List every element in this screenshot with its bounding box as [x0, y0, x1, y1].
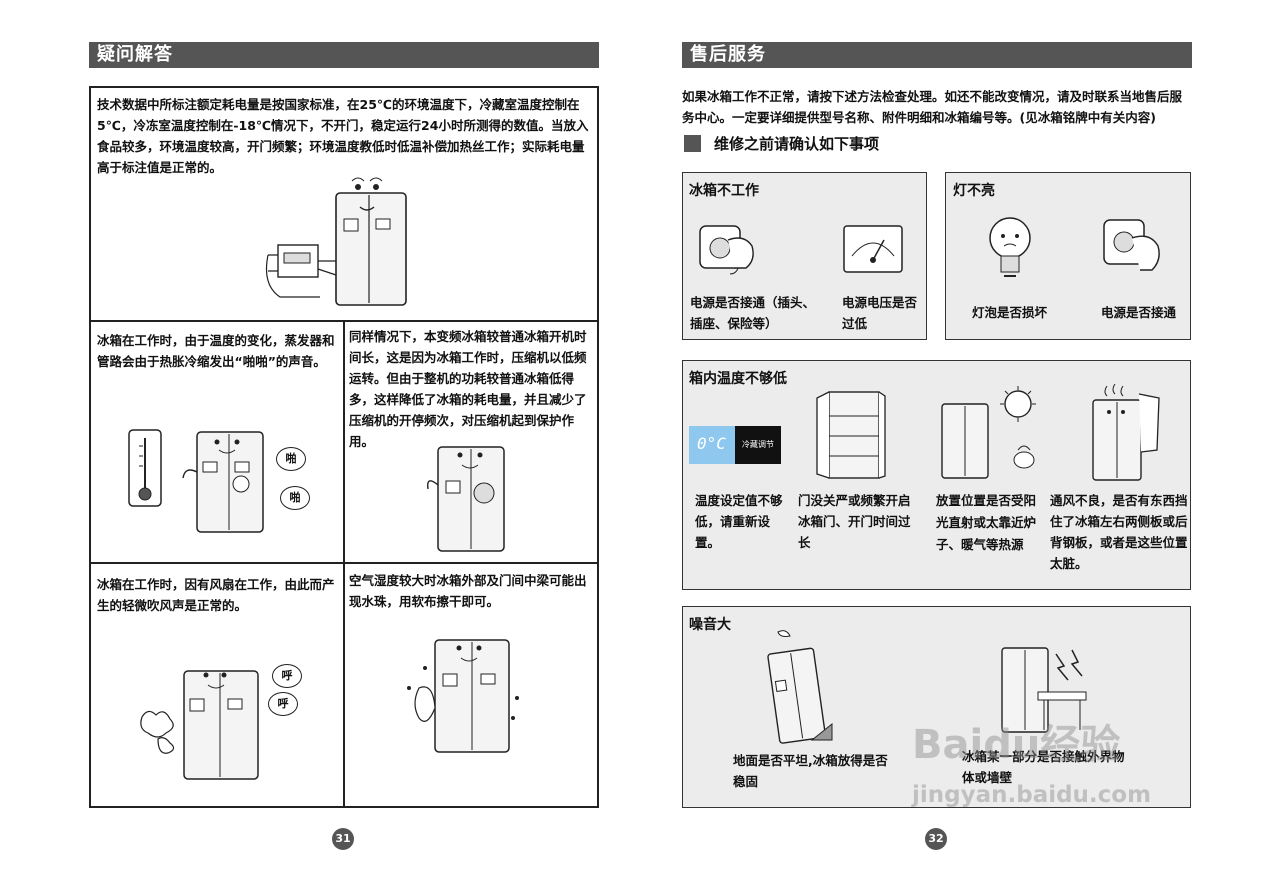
faq-run-time-text: 同样情况下，本变频冰箱较普通冰箱开机时间长，这是因为冰箱工作时，压缩机以低频运转… [349, 329, 587, 449]
lightbulb-illustration [989, 217, 1031, 277]
grid-divider-v [343, 320, 345, 808]
panel-not-working-title: 冰箱不工作 [689, 183, 759, 199]
fridge-fan-illustration [140, 670, 259, 780]
voltmeter-illustration [843, 225, 903, 273]
panel-temperature-title: 箱内温度不够低 [689, 371, 787, 387]
plug-socket-illustration-2 [1103, 219, 1160, 271]
right-section-title: 售后服务 [682, 42, 1192, 68]
fridge-compressor-illustration [427, 446, 505, 552]
temperature-adjust-button[interactable] [735, 426, 781, 464]
blocked-vent-fridge-illustration [1092, 383, 1160, 481]
subheading-square-icon [684, 135, 701, 152]
sound-bubble-hu-1: 呼 [272, 664, 302, 688]
light-caption-bulb: 灯泡是否损坏 [972, 305, 1048, 320]
left-page-number: 31 [332, 828, 354, 850]
temperature-caption-door: 门没关严或频繁开启冰箱门、开门时间过长 [798, 493, 911, 550]
thermometer-fridge-illustration [128, 429, 264, 533]
sound-bubble-pa-2: 啪 [280, 486, 310, 510]
noise-caption-floor: 地面是否平坦,冰箱放得是否稳固 [733, 753, 888, 789]
faq-click-sound-text: 冰箱在工作时，由于温度的变化，蒸发器和管路会由于热胀冷缩发出“啪啪”的声音。 [97, 333, 335, 369]
faq-condensation-text: 空气湿度较大时冰箱外部及门间中梁可能出现水珠，用软布擦干即可。 [349, 573, 587, 609]
light-caption-power: 电源是否接通 [1101, 305, 1177, 320]
panel-noise [682, 606, 1191, 808]
faq-power-consumption-text: 技术数据中所标注额定耗电量是按国家标准，在25℃的环境温度下，冷藏室温度控制在5… [97, 97, 589, 175]
temperature-display-value: 0°C [697, 434, 726, 453]
tilted-fridge-illustration [767, 630, 833, 744]
faq-fan-sound-text: 冰箱在工作时，因有风扇在工作，由此而产生的轻微吹风声是正常的。 [97, 577, 335, 613]
right-page-number: 32 [925, 828, 947, 850]
open-fridge-illustration [816, 391, 886, 479]
sound-bubble-pa-1: 啪 [276, 447, 306, 471]
noise-caption-contact: 冰箱某一部分是否接触外界物体或墙壁 [962, 749, 1125, 785]
panel-noise-title: 噪音大 [689, 617, 731, 633]
fridge-touching-table-illustration [1001, 647, 1087, 733]
sun-heater-fridge-illustration [941, 386, 1036, 479]
panel-light-title: 灯不亮 [953, 183, 995, 199]
subheading-text: 维修之前请确认如下事项 [714, 135, 880, 153]
service-intro-text: 如果冰箱工作不正常，请按下述方法检查处理。如还不能改变情况，请及时联系当地售后服… [682, 89, 1183, 125]
fridge-with-meter-illustration [265, 177, 407, 306]
sweating-fridge-illustration [407, 639, 519, 753]
not-working-caption-voltage: 电源电压是否过低 [842, 295, 918, 331]
watermark-logo: Baidu经验 [912, 722, 1121, 768]
temperature-adjust-label: 冷藏调节 [742, 440, 774, 449]
plug-socket-illustration [699, 225, 754, 275]
not-working-caption-power: 电源是否接通（插头、插座、保险等） [690, 295, 816, 331]
watermark-url: jingyan.baidu.com [912, 782, 1152, 808]
temperature-caption-location: 放置位置是否受阳光直射或太靠近炉子、暖气等热源 [936, 493, 1037, 552]
sound-bubble-hu-2: 呼 [268, 692, 298, 716]
temperature-caption-setting: 温度设定值不够低，请重新设置。 [695, 493, 783, 550]
temperature-display [689, 426, 735, 464]
temperature-caption-ventilation: 通风不良，是否有东西挡住了冰箱左右两侧板或后背钢板，或者是这些位置太脏。 [1050, 493, 1188, 571]
left-section-title: 疑问解答 [89, 42, 599, 68]
